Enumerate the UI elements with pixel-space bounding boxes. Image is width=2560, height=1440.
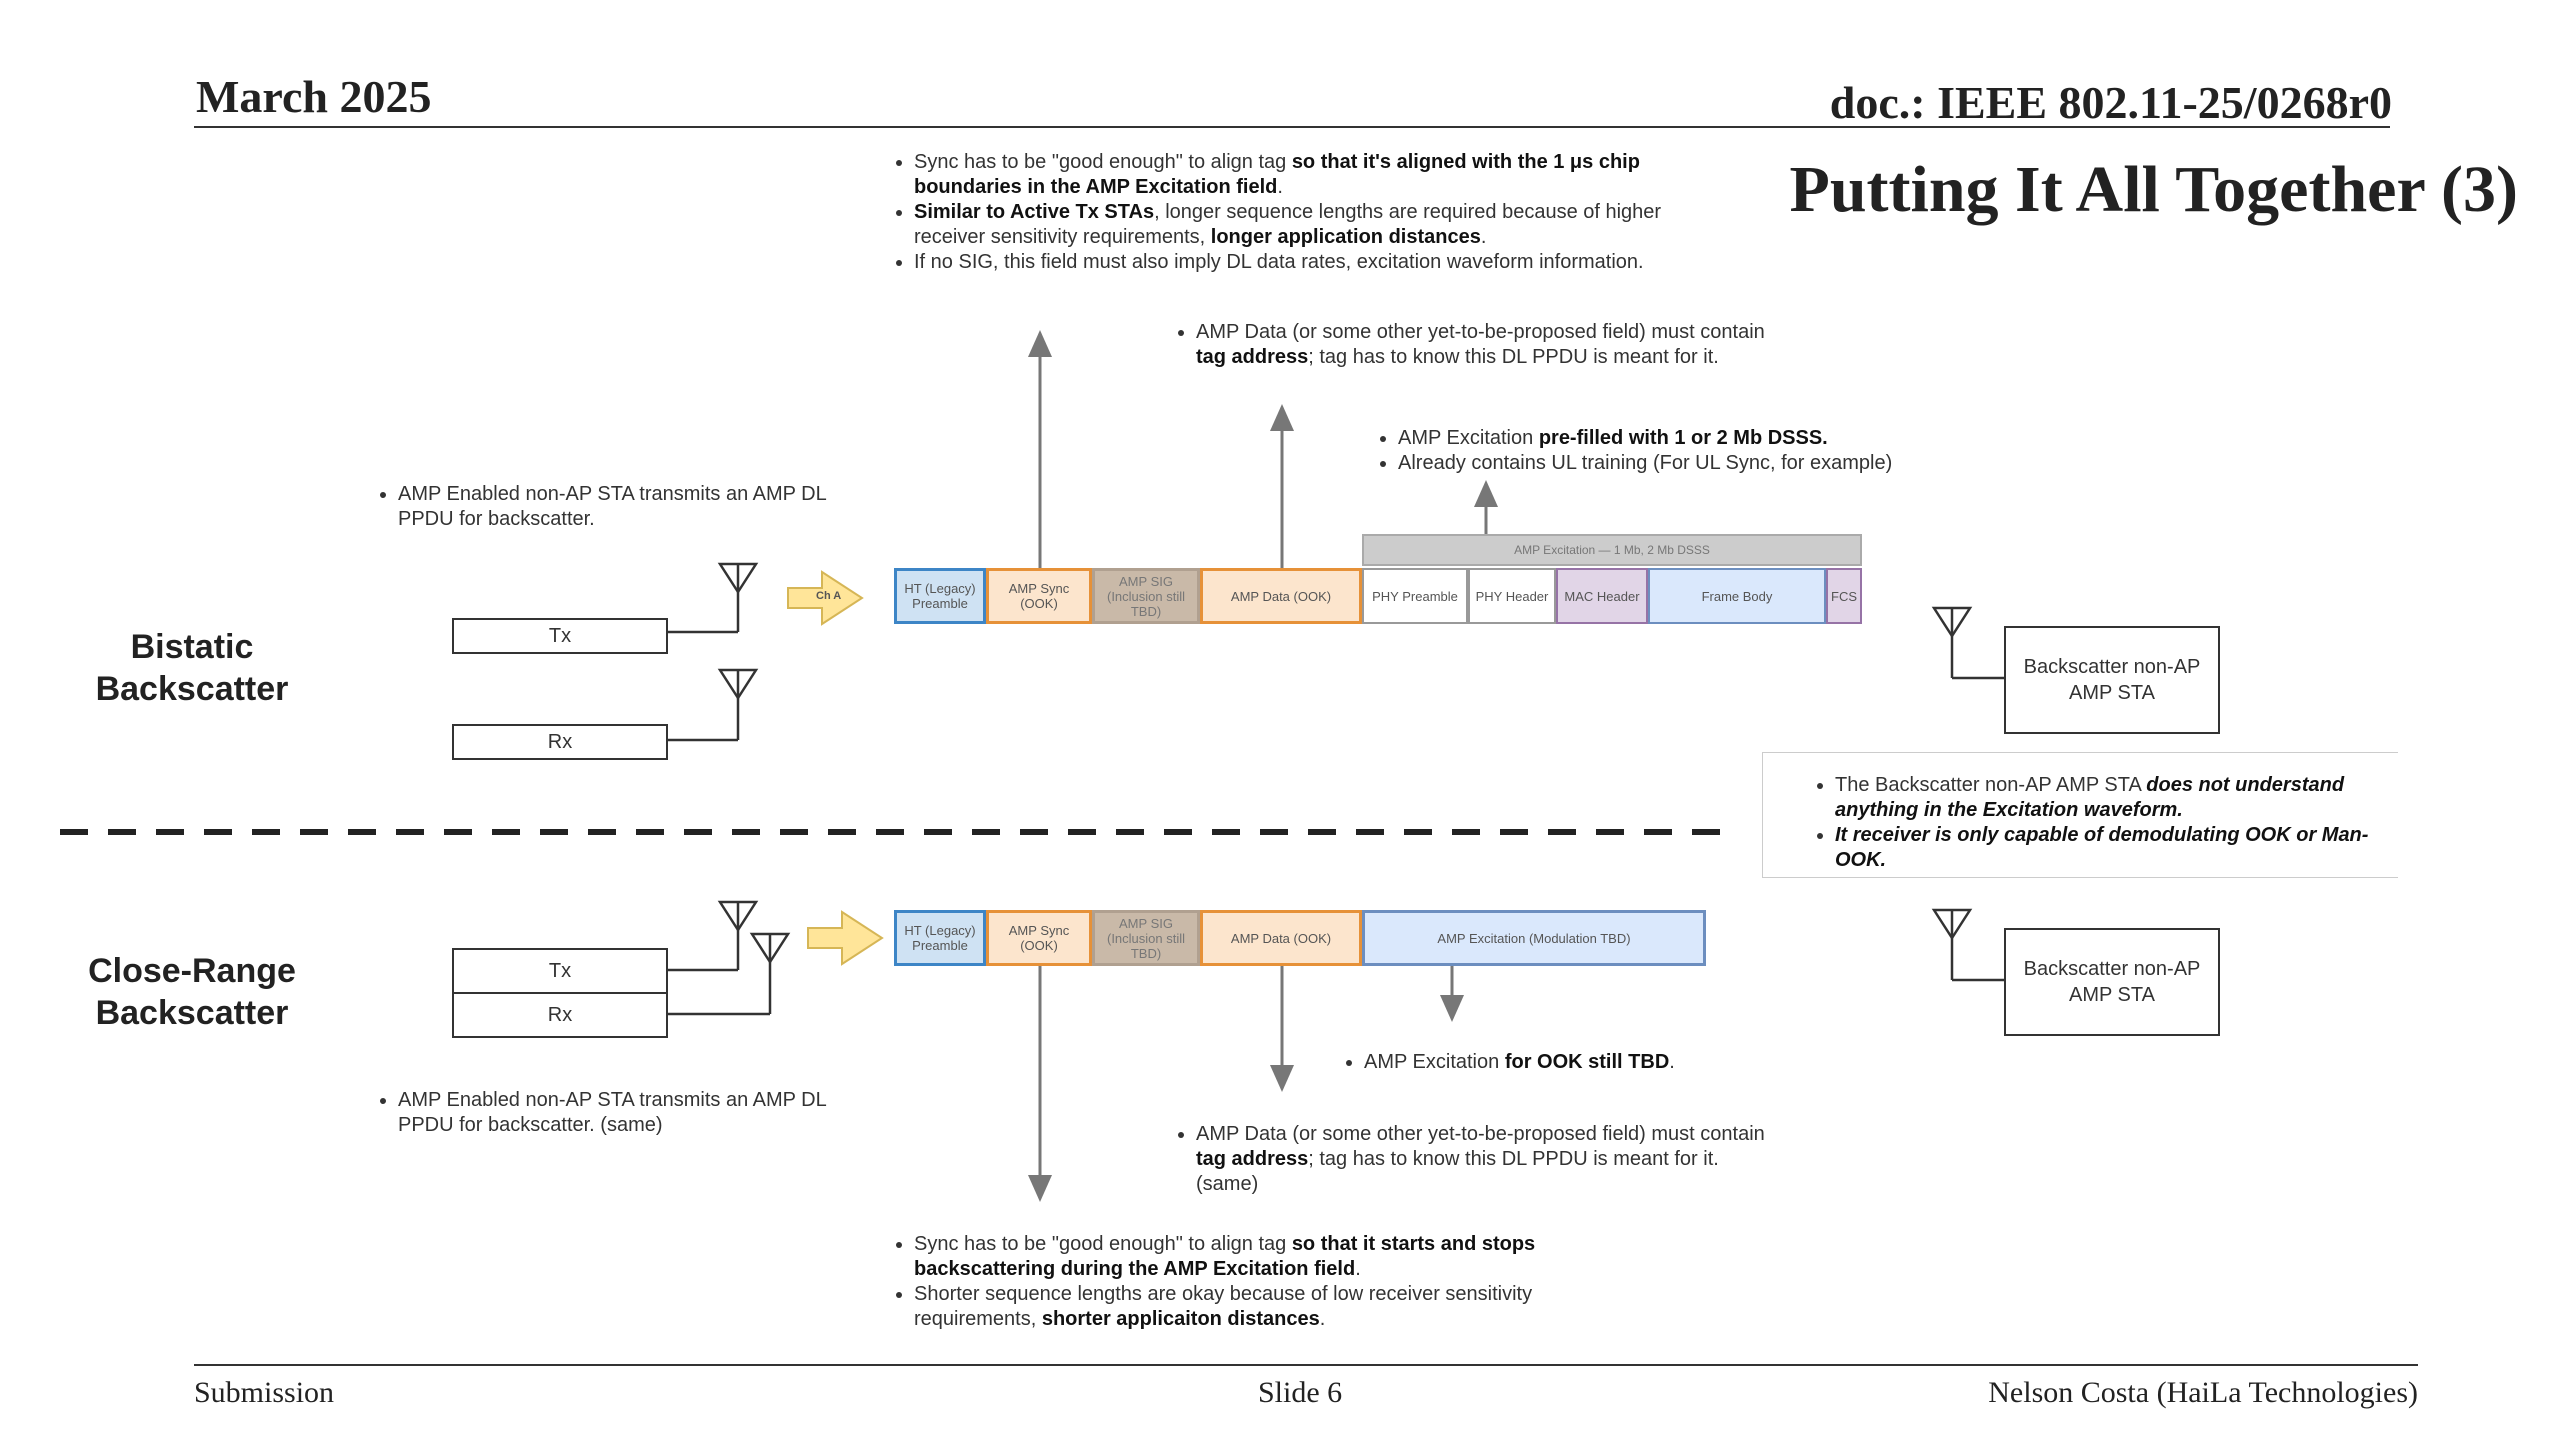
text-bold: for OOK still TBD — [1504, 1051, 1670, 1073]
bistatic-tx-box: Tx — [452, 618, 668, 654]
sta-antenna-icon — [1931, 606, 2004, 680]
text-bold: tag address — [1196, 346, 1309, 368]
bistatic-backscatter-sta-box: Backscatter non-AP AMP STA — [2004, 626, 2220, 734]
text: Sync has to be "good enough" to align ta… — [914, 151, 1292, 173]
list-item: Shorter sequence lengths are okay becaus… — [914, 1282, 1634, 1332]
close-range-label-line1: Close-Range — [88, 952, 296, 990]
close-range-label-line2: Backscatter — [95, 994, 289, 1032]
text: AMP Data (or some other yet-to-be-propos… — [1196, 321, 1765, 343]
text: ; tag has to know this DL PPDU is meant … — [1196, 1148, 1719, 1195]
text-bold: so that it's aligned with the 1 μs chip … — [914, 151, 1640, 198]
list-item: AMP Data (or some other yet-to-be-propos… — [1196, 320, 1776, 370]
tx-antenna-icon — [666, 562, 759, 634]
header-doc-id: doc.: IEEE 802.11-25/0268r0 — [1829, 77, 2392, 128]
text-bold: longer application distances — [1210, 226, 1481, 248]
footer-author: Nelson Costa (HaiLa Technologies) — [1988, 1376, 2418, 1409]
channel-label: Ch A — [816, 590, 842, 602]
ppdu-field-ht-preamble: HT (Legacy) Preamble — [894, 568, 986, 624]
bistatic-rx-box: Rx — [452, 724, 668, 760]
header-rule — [194, 126, 2390, 128]
list-item: Similar to Active Tx STAs, longer sequen… — [914, 200, 1684, 250]
bistatic-data-note: AMP Data (or some other yet-to-be-propos… — [1168, 320, 1776, 370]
text-bold: pre-filled with 1 or 2 Mb DSSS. — [1538, 427, 1828, 449]
text: , longer sequence lengths are required b… — [914, 201, 1662, 248]
sta-label-line1: Backscatter non-AP — [2023, 958, 2201, 980]
tx-antenna-icon-close — [666, 900, 759, 972]
ppdu-field-fcs: FCS — [1826, 568, 1862, 624]
close-range-tx-box: Tx — [452, 948, 668, 994]
ppdu-field-amp-data: AMP Data (OOK) — [1200, 568, 1362, 624]
ppdu-excitation-header: AMP Excitation — 1 Mb, 2 Mb DSSS — [1362, 534, 1862, 566]
footer-rule — [194, 1364, 2418, 1366]
ppdu-field-phy-header: PHY Header — [1468, 568, 1556, 624]
ppdu-field-frame-body: Frame Body — [1648, 568, 1826, 624]
list-item: It receiver is only capable of demodulat… — [1835, 823, 2375, 873]
list-item: AMP Excitation pre-filled with 1 or 2 Mb… — [1398, 426, 1998, 451]
list-item: If no SIG, this field must also imply DL… — [914, 250, 1684, 275]
sta-capability-note: The Backscatter non-AP AMP STA does not … — [1762, 752, 2398, 878]
text: ; tag has to know this DL PPDU is meant … — [1308, 346, 1719, 368]
list-item: Sync has to be "good enough" to align ta… — [914, 1232, 1634, 1282]
ppdu-field-ht-preamble-close: HT (Legacy) Preamble — [894, 910, 986, 966]
list-item: AMP Enabled non-AP STA transmits an AMP … — [398, 482, 838, 532]
sta-label-line2: AMP STA — [2069, 984, 2155, 1006]
close-range-rx-box: Rx — [452, 992, 668, 1038]
text: AMP Data (or some other yet-to-be-propos… — [1196, 1123, 1765, 1145]
rx-antenna-icon-close — [666, 932, 791, 1016]
text-bold: shorter applicaiton distances — [1041, 1308, 1320, 1330]
bistatic-label: Bistatic Backscatter — [72, 626, 312, 710]
slide-title: Putting It All Together (3) — [1789, 153, 2518, 226]
list-item: Already contains UL training (For UL Syn… — [1398, 451, 1998, 476]
rx-antenna-icon — [666, 668, 759, 742]
bistatic-transmit-note: AMP Enabled non-AP STA transmits an AMP … — [370, 482, 838, 532]
ppdu-field-amp-sync: AMP Sync (OOK) — [986, 568, 1092, 624]
text-bold: does not understand anything in the Exci… — [1835, 774, 2345, 821]
bistatic-sync-notes: Sync has to be "good enough" to align ta… — [886, 150, 1684, 275]
text-bold: Similar to Active Tx STAs — [914, 201, 1155, 223]
close-range-data-note: AMP Data (or some other yet-to-be-propos… — [1168, 1122, 1776, 1197]
ppdu-field-amp-data-close: AMP Data (OOK) — [1200, 910, 1362, 966]
text: Sync has to be "good enough" to align ta… — [914, 1233, 1292, 1255]
ppdu-arrow-icon-close — [807, 910, 884, 966]
header-date: March 2025 — [196, 71, 432, 122]
list-item: AMP Data (or some other yet-to-be-propos… — [1196, 1122, 1776, 1197]
bistatic-label-line2: Backscatter — [95, 670, 289, 708]
close-range-backscatter-sta-box: Backscatter non-AP AMP STA — [2004, 928, 2220, 1036]
footer-slide-number: Slide 6 — [1258, 1376, 1343, 1409]
close-range-sync-notes: Sync has to be "good enough" to align ta… — [886, 1232, 1634, 1332]
ppdu-field-amp-sig-close: AMP SIG (Inclusion still TBD) — [1092, 910, 1200, 966]
text: AMP Excitation — [1364, 1051, 1505, 1073]
ppdu-field-amp-excitation-close: AMP Excitation (Modulation TBD) — [1362, 910, 1706, 966]
footer-submission: Submission — [194, 1376, 335, 1409]
ppdu-field-mac-header: MAC Header — [1556, 568, 1648, 624]
sta-label-line2: AMP STA — [2069, 682, 2155, 704]
ppdu-field-phy-preamble: PHY Preamble — [1362, 568, 1468, 624]
text: The Backscatter non-AP AMP STA — [1835, 774, 2147, 796]
bistatic-label-line1: Bistatic — [130, 628, 254, 666]
list-item: AMP Enabled non-AP STA transmits an AMP … — [398, 1088, 838, 1138]
list-item: Sync has to be "good enough" to align ta… — [914, 150, 1684, 200]
text-bold: It receiver is only capable of demodulat… — [1835, 824, 2369, 871]
text: AMP Excitation — [1398, 427, 1539, 449]
list-item: The Backscatter non-AP AMP STA does not … — [1835, 773, 2375, 823]
ppdu-arrow-icon — [787, 570, 864, 626]
sta-antenna-icon-close — [1931, 908, 2004, 982]
ppdu-field-amp-sig: AMP SIG (Inclusion still TBD) — [1092, 568, 1200, 624]
text-bold: so that it starts and stops backscatteri… — [914, 1233, 1536, 1280]
close-range-label: Close-Range Backscatter — [72, 950, 312, 1034]
text: Shorter sequence lengths are okay becaus… — [914, 1283, 1533, 1330]
sta-capability-list: The Backscatter non-AP AMP STA does not … — [1763, 773, 2375, 873]
text-bold: tag address — [1196, 1148, 1309, 1170]
close-range-transmit-note: AMP Enabled non-AP STA transmits an AMP … — [370, 1088, 838, 1138]
list-item: AMP Excitation for OOK still TBD. — [1364, 1050, 1804, 1075]
ppdu-field-amp-sync-close: AMP Sync (OOK) — [986, 910, 1092, 966]
sta-label-line1: Backscatter non-AP — [2023, 656, 2201, 678]
close-range-excitation-note: AMP Excitation for OOK still TBD. — [1336, 1050, 1804, 1075]
bistatic-excitation-notes: AMP Excitation pre-filled with 1 or 2 Mb… — [1370, 426, 1998, 476]
